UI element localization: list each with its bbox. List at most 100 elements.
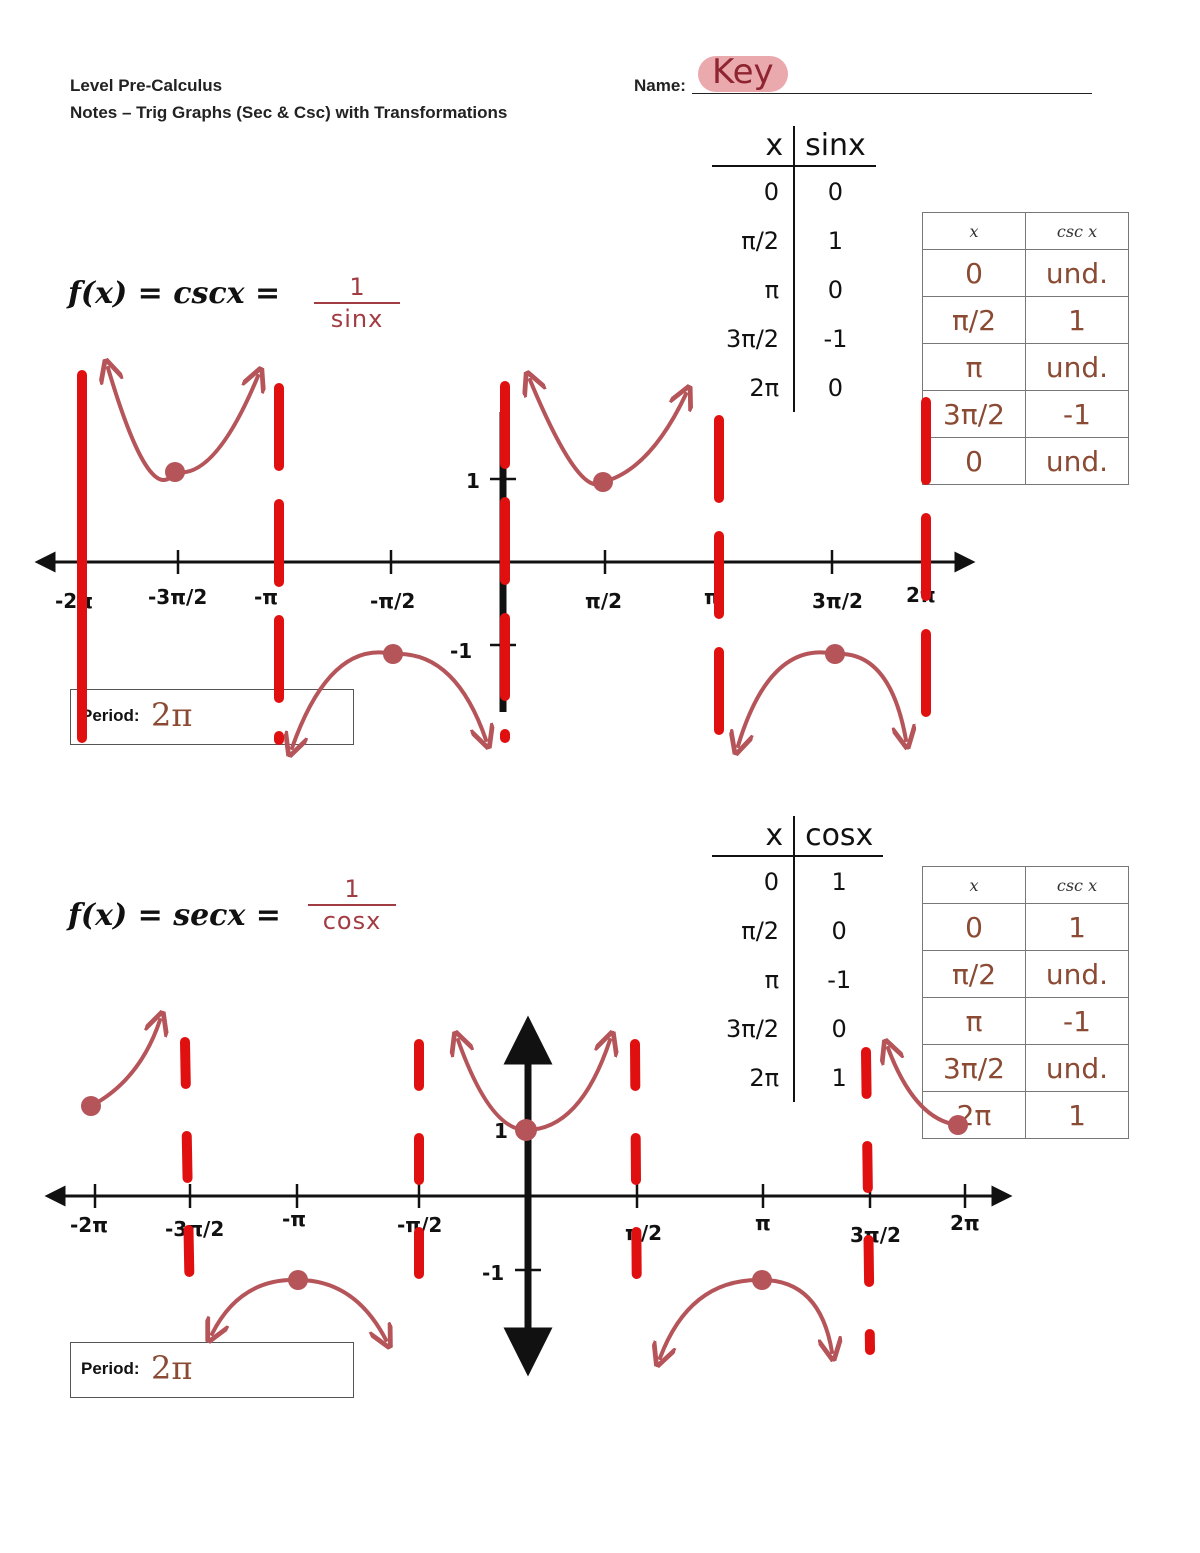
helper-cell: 2π (712, 363, 796, 412)
sec-point (948, 1115, 968, 1135)
csc-tick-label: π/2 (585, 589, 622, 613)
sec-function-label: f(x) = secx = (68, 898, 281, 933)
csc-branch (530, 380, 686, 487)
key-highlight (698, 56, 788, 92)
csc-y-tick-label: 1 (466, 469, 480, 493)
period-value: 2π (151, 696, 193, 734)
table-cell: und. (1025, 343, 1129, 391)
helper-cell: π/2 (712, 906, 796, 955)
csc-tick-label: -2π (55, 589, 93, 613)
sec-tick-label: 2π (950, 1211, 980, 1235)
helper-cell: 2π (712, 1053, 796, 1102)
csc-tick-label: -π/2 (370, 589, 415, 613)
csc-period-box: Period: 2π (70, 689, 354, 745)
helper-cell: 0 (712, 166, 796, 216)
course-label: Level Pre-Calculus (70, 76, 223, 95)
helper-cell: 3π/2 (712, 314, 796, 363)
page-title: Notes – Trig Graphs (Sec & Csc) with Tra… (70, 103, 508, 122)
csc-point (165, 462, 185, 482)
sec-asymptotes (180, 1037, 875, 1355)
table-cell: 3π/2 (922, 1044, 1026, 1092)
csc-tick-label: -π (254, 585, 278, 609)
sec-point (752, 1270, 772, 1290)
sec-fraction-den: cosx (322, 907, 382, 935)
name-line (692, 93, 1092, 94)
csc-tick-label: 2π (906, 583, 936, 607)
sec-graph: -2π -3π/2 -π -π/2 π/2 π 3π/2 2π 1 -1 (44, 1020, 1013, 1377)
sec-y-tick-label: -1 (482, 1261, 504, 1285)
table-cell: und. (1025, 437, 1129, 485)
sec-tick-label: -π (282, 1207, 306, 1231)
csc-point (593, 472, 613, 492)
table-cell: -1 (1025, 390, 1129, 438)
table-header-x: x (922, 866, 1026, 904)
sec-branch (458, 1040, 610, 1133)
sec-branch (888, 1048, 960, 1127)
sec-tick-label: π/2 (625, 1221, 662, 1245)
sec-point (81, 1096, 101, 1116)
csc-asymptotes (77, 370, 931, 745)
sec-asymptote (180, 1037, 195, 1315)
table-cell: und. (1025, 249, 1129, 297)
csc-tick-label: 3π/2 (812, 589, 863, 613)
helper-cell: π/2 (712, 216, 796, 265)
table-cell: π (922, 343, 1026, 391)
csc-point (825, 644, 845, 664)
helper-cell: π (712, 955, 796, 1004)
period-value: 2π (151, 1349, 193, 1387)
table-header-x: x (922, 212, 1026, 250)
helper-cell: 1 (831, 1063, 847, 1092)
csc-function-label: f(x) = cscx = (68, 276, 281, 311)
sec-point (515, 1119, 537, 1141)
sec-tick-label: -3π/2 (165, 1217, 224, 1241)
sec-point (288, 1270, 308, 1290)
sec-branch (660, 1277, 832, 1358)
helper-cell: 3π/2 (712, 1004, 796, 1053)
period-label: Period: (81, 1359, 140, 1378)
helper-cell: 0 (827, 275, 844, 304)
period-label: Period: (81, 706, 140, 725)
helper-header-fn: cosx (794, 816, 884, 857)
helper-cell: 0 (712, 856, 796, 906)
table-cell: 0 (922, 903, 1026, 951)
table-cell: und. (1025, 1044, 1129, 1092)
table-header-fn: csc x (1025, 212, 1129, 250)
sec-branch (89, 1020, 160, 1108)
sec-fraction: 1 cosx (308, 876, 396, 934)
name-label: Name: (634, 76, 686, 95)
table-cell: -1 (1025, 997, 1129, 1045)
helper-cell: 0 (827, 373, 844, 402)
csc-y-tick-label: -1 (450, 639, 472, 663)
helper-header-fn: sinx (794, 126, 876, 167)
helper-cell: 1 (827, 226, 844, 255)
csc-point (383, 644, 403, 664)
helper-cell: 0 (831, 916, 847, 945)
helper-header-x: x (712, 816, 796, 857)
sec-tick-label: 3π/2 (850, 1223, 901, 1247)
csc-branch (738, 650, 906, 746)
csc-tick-label: -3π/2 (148, 585, 207, 609)
csc-graph: -2π -3π/2 -π -π/2 π/2 π 3π/2 2π 1 -1 (34, 368, 976, 748)
helper-cell: 0 (827, 177, 844, 206)
name-value: Key (712, 52, 774, 92)
helper-cell: -1 (823, 324, 848, 353)
helper-cell: 0 (831, 1014, 847, 1043)
table-cell: π/2 (922, 950, 1026, 998)
sec-y-tick-label: 1 (494, 1119, 508, 1143)
helper-cell: 1 (831, 867, 847, 896)
sec-fraction-num: 1 (344, 875, 360, 903)
sec-tick-label: π (755, 1211, 771, 1235)
csc-fraction-den: sinx (330, 305, 384, 333)
csc-branch (108, 368, 258, 482)
table-cell: 0 (922, 437, 1026, 485)
csc-fraction-num: 1 (349, 273, 365, 301)
table-cell: π/2 (922, 296, 1026, 344)
csc-fraction: 1 sinx (314, 274, 400, 332)
csc-branch (292, 650, 486, 748)
sec-tick-label: -2π (70, 1213, 108, 1237)
table-cell: 0 (922, 249, 1026, 297)
